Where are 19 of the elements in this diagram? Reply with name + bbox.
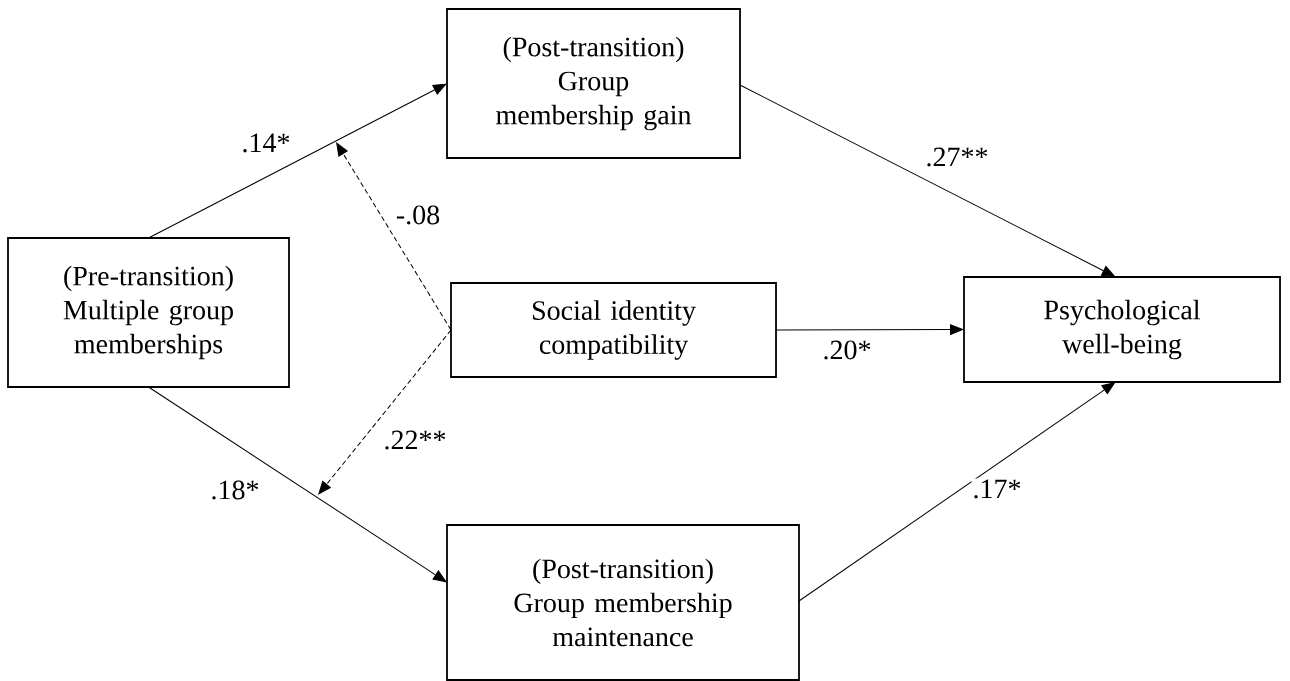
arrow [739, 84, 1115, 277]
edge-label: .27** [924, 146, 990, 168]
box: (Post-transition) Group membership maintenance [446, 524, 800, 681]
arrow [775, 324, 964, 335]
edge-label: -.08 [394, 204, 442, 226]
box: Social identity compatibility [450, 282, 777, 378]
edge-label: .22** [382, 429, 448, 451]
edge-label: .17* [971, 478, 1023, 500]
arrow [318, 329, 452, 495]
arrow [336, 142, 452, 331]
arrow [148, 83, 447, 239]
box: Psychological well-being [963, 276, 1281, 383]
arrow [798, 382, 1116, 602]
arrow [148, 386, 447, 583]
edge-label: .20* [821, 339, 873, 361]
box: (Post-transition) Group membership gain [446, 8, 741, 159]
edge-label: .18* [209, 479, 261, 501]
edge-label: .14* [240, 132, 292, 154]
box: (Pre-transition) Multiple group memberships [7, 237, 290, 388]
